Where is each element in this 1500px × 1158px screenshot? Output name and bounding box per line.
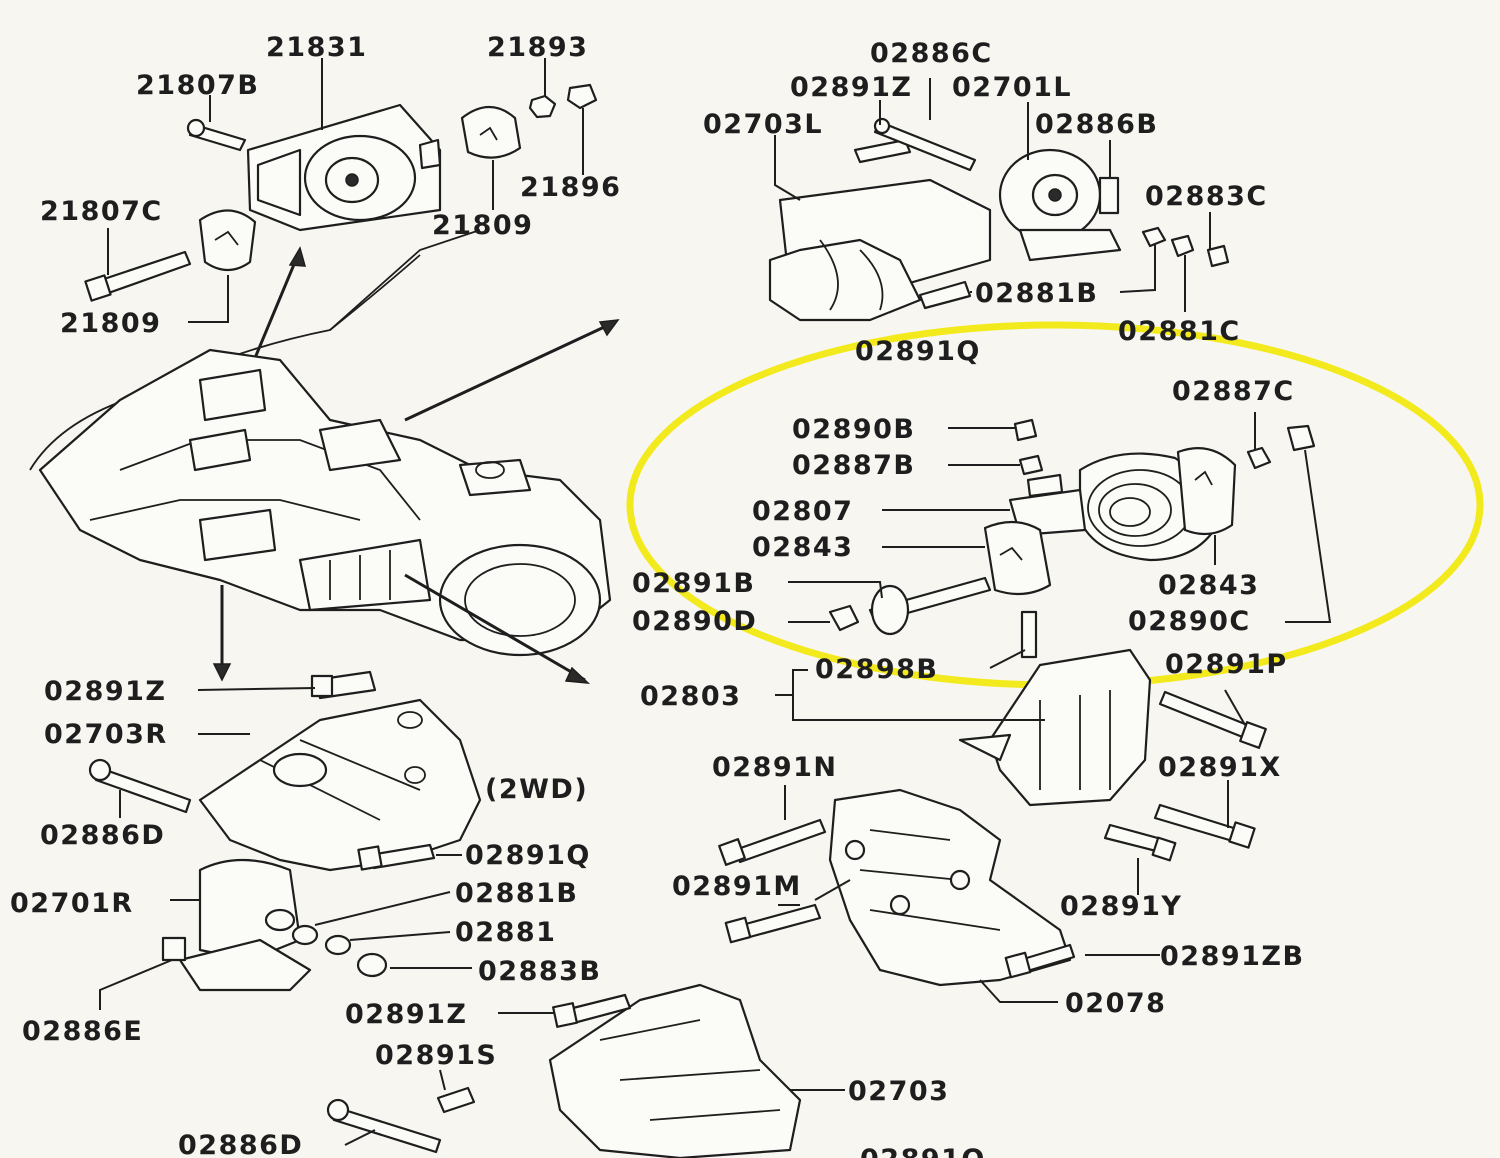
label-02701l: 02701L	[952, 72, 1072, 103]
bolt-21807c	[84, 228, 192, 302]
label-02703: 02703	[848, 1076, 949, 1107]
label-02891x: 02891X	[1158, 752, 1282, 783]
label-21893: 21893	[487, 32, 588, 63]
stopper-21809-upper	[460, 105, 522, 210]
mount-02807-group	[788, 412, 1332, 669]
label-02891s: 02891S	[375, 1040, 497, 1071]
mount-02701r	[99, 858, 472, 1010]
label-02891zb: 02891ZB	[1160, 941, 1305, 972]
label-02703r: 02703R	[44, 719, 168, 750]
label-21896: 21896	[520, 172, 621, 203]
part-labels: 21831 21893 21807B 21896 21807C 21809 21…	[10, 32, 1305, 1158]
label-02886b: 02886B	[1035, 109, 1159, 140]
bracket-02703r	[88, 670, 482, 872]
stopper-21809-lower	[188, 209, 257, 323]
label-02890b: 02890B	[792, 414, 916, 445]
label-21809-upper: 21809	[432, 210, 533, 241]
label-02891p: 02891P	[1165, 649, 1288, 680]
label-02891y: 02891Y	[1060, 891, 1182, 922]
label-02891z-left: 02891Z	[44, 676, 167, 707]
label-02886d-lower: 02886D	[178, 1130, 303, 1158]
label-02886e: 02886E	[22, 1016, 143, 1047]
label-02891q-top: 02891Q	[855, 336, 981, 367]
label-02886c: 02886C	[870, 38, 993, 69]
label-21831: 21831	[266, 32, 367, 63]
label-02803: 02803	[640, 681, 741, 712]
label-02807: 02807	[752, 496, 853, 527]
label-02881c: 02881C	[1118, 316, 1241, 347]
bracket-02703	[326, 983, 845, 1158]
label-21809-lower: 21809	[60, 308, 161, 339]
label-2wd: (2WD)	[485, 774, 588, 805]
bracket-02078	[718, 785, 1160, 1003]
label-02881: 02881	[455, 917, 556, 948]
label-02881b-mid: 02881B	[455, 878, 579, 909]
label-02891m: 02891M	[672, 871, 802, 902]
washer-21896	[566, 83, 598, 175]
nut-21893	[528, 58, 557, 119]
label-02883b: 02883B	[478, 956, 602, 987]
label-02898b: 02898B	[815, 654, 939, 685]
label-02887b: 02887B	[792, 450, 916, 481]
label-02891z-bottom: 02891Z	[345, 999, 468, 1030]
label-02886d-upper: 02886D	[40, 820, 165, 851]
label-02703l: 02703L	[703, 109, 823, 140]
bolt-21807b	[186, 95, 247, 152]
label-02701r: 02701R	[10, 888, 134, 919]
label-02881b-top: 02881B	[975, 278, 1099, 309]
label-02891b: 02891B	[632, 568, 756, 599]
label-02843-right: 02843	[1158, 570, 1259, 601]
label-02891q-bottom: 02891Q	[860, 1144, 986, 1158]
label-21807b: 21807B	[136, 70, 260, 101]
label-02891q-mid: 02891Q	[465, 840, 591, 871]
label-02843-left: 02843	[752, 532, 853, 563]
mount-02701l	[768, 78, 1230, 322]
label-02890c: 02890C	[1128, 606, 1251, 637]
label-21807c: 21807C	[40, 196, 163, 227]
label-02078: 02078	[1065, 988, 1166, 1019]
label-02883c: 02883C	[1145, 181, 1268, 212]
mount-21831	[246, 58, 442, 232]
label-02891z-top: 02891Z	[790, 72, 913, 103]
engine-outline	[29, 229, 612, 657]
label-02887c: 02887C	[1172, 376, 1295, 407]
bracket-02803	[775, 648, 1267, 895]
label-02890d: 02890D	[632, 606, 757, 637]
label-02891n: 02891N	[712, 752, 838, 783]
